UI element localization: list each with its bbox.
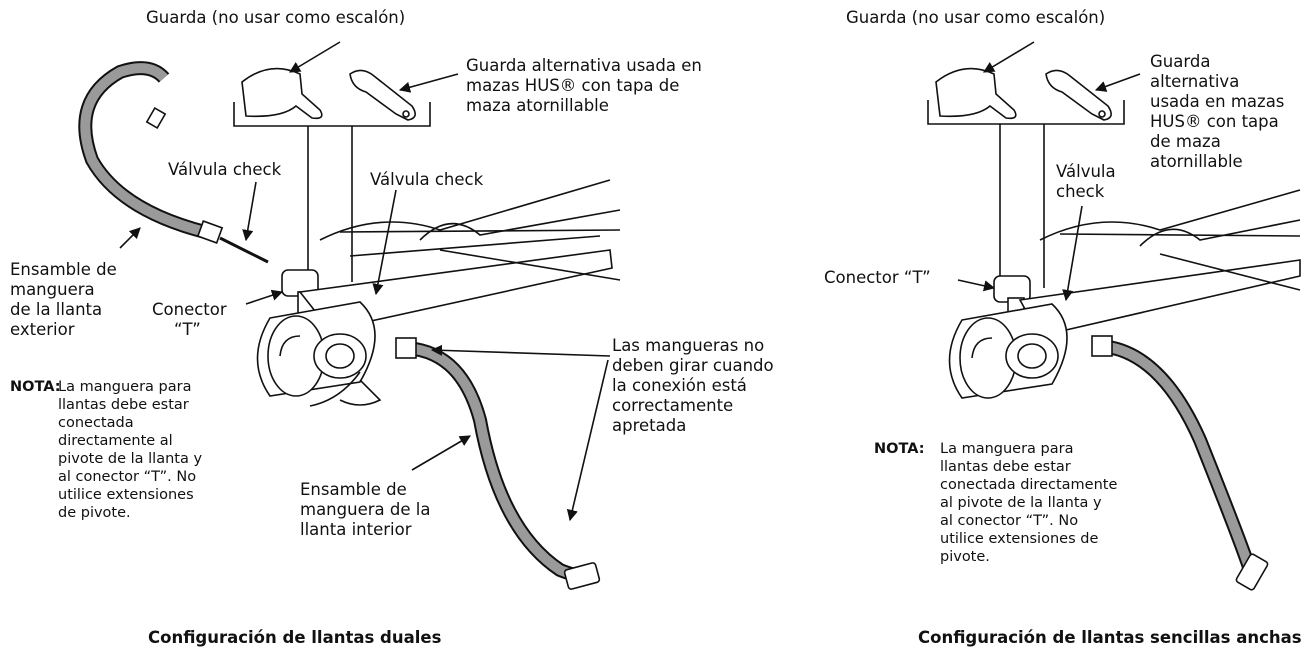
left-caption: Configuración de llantas duales	[148, 628, 442, 647]
right-note-body: La manguera para llantas debe estar cone…	[940, 440, 1117, 566]
right-alt-guard-line-2: alternativa	[1150, 72, 1240, 91]
left-note-line-3: conectada	[58, 415, 134, 431]
left-arrow-t	[245, 289, 284, 305]
left-t-connector-line-2: “T”	[174, 320, 201, 339]
left-note-line-6: al conector “T”. No	[58, 469, 197, 485]
left-inner-hose-line-1: Ensamble de	[300, 480, 407, 499]
left-t-connector-line-1: Conector	[152, 300, 227, 319]
right-caption: Configuración de llantas sencillas ancha…	[918, 628, 1302, 647]
left-arrow-no-twist-a	[430, 344, 611, 357]
right-arrow-alt-guard	[1094, 73, 1141, 92]
left-check-valve-1-label: Válvula check	[168, 160, 282, 179]
right-arrow-t	[957, 279, 996, 292]
left-note-line-7: utilice extensiones	[58, 487, 194, 503]
right-note-line-5: al conector “T”. No	[940, 513, 1079, 529]
left-note-line-1: La manguera para	[58, 379, 192, 395]
left-alt-guard-line-2: mazas HUS® con tapa de	[466, 76, 680, 95]
left-hoses-no-twist-label: Las mangueras no deben girar cuando la c…	[612, 336, 774, 436]
right-diagram	[927, 41, 1301, 591]
right-note-line-6: utilice extensiones de	[940, 531, 1099, 547]
right-arrow-guard	[983, 41, 1035, 73]
left-note-line-4: directamente al	[58, 433, 173, 449]
right-check-valve-line-1: Válvula	[1056, 162, 1116, 181]
right-alt-guard-line-3: usada en mazas	[1150, 92, 1285, 111]
right-check-valve-line-2: check	[1056, 182, 1105, 201]
left-arrow-check-2	[372, 189, 397, 296]
left-guard-label: Guarda (no usar como escalón)	[146, 8, 406, 27]
right-note-line-4: al pivote de la llanta y	[940, 495, 1102, 511]
right-note-line-3: conectada directamente	[940, 477, 1118, 493]
right-alt-guard	[1045, 69, 1112, 121]
left-inner-hose-nut	[395, 337, 417, 359]
right-t-connector-label: Conector “T”	[824, 268, 931, 287]
left-diagram	[78, 41, 621, 590]
right-note-line-2: llantas debe estar	[940, 459, 1071, 475]
left-note-line-8: de pivote.	[58, 505, 131, 521]
right-guard-label: Guarda (no usar como escalón)	[846, 8, 1106, 27]
left-note-line-2: llantas debe estar	[58, 397, 189, 413]
right-note-line-1: La manguera para	[940, 441, 1074, 457]
left-note-body: La manguera para llantas debe estar cone…	[58, 378, 202, 522]
left-arrow-check-1	[242, 181, 257, 242]
left-t-connector-label: Conector “T”	[152, 300, 227, 340]
left-inner-hose-line-2: manguera de la	[300, 500, 431, 519]
left-no-twist-line-1: Las mangueras no	[612, 336, 765, 355]
right-note-head: NOTA:	[874, 441, 925, 457]
right-guard-bracket	[927, 100, 1125, 125]
right-note: NOTA: La manguera para llantas debe esta…	[874, 440, 1117, 580]
right-note-line-7: pivote.	[940, 549, 990, 565]
left-guard-bracket	[233, 102, 431, 127]
left-arrow-outer-hose	[119, 227, 141, 249]
left-no-twist-line-5: apretada	[612, 416, 687, 435]
right-arrow-check	[1062, 205, 1083, 302]
left-outer-hose-nut	[196, 220, 224, 244]
left-guard	[241, 67, 323, 120]
left-no-twist-line-4: correctamente	[612, 396, 734, 415]
left-outer-hose-line-4: exterior	[10, 320, 75, 339]
left-alt-guard-label: Guarda alternativa usada en mazas HUS® c…	[466, 56, 702, 116]
left-alt-guard-line-3: maza atornillable	[466, 96, 609, 115]
left-outer-hose-line-3: de la llanta	[10, 300, 103, 319]
right-alt-guard-line-4: HUS® con tapa	[1150, 112, 1279, 131]
right-check-valve-label: Válvula check	[1056, 162, 1116, 202]
right-hose	[1099, 339, 1257, 573]
left-arrow-no-twist-b	[566, 359, 609, 522]
left-inner-hose-line-3: llanta interior	[300, 520, 412, 539]
left-no-twist-line-2: deben girar cuando	[612, 356, 774, 375]
left-inner-hose-label: Ensamble de manguera de la llanta interi…	[300, 480, 430, 540]
right-alt-guard-line-5: de maza	[1150, 132, 1221, 151]
left-alt-guard-line-1: Guarda alternativa usada en	[466, 56, 702, 75]
left-arrow-inner-hose	[411, 435, 471, 471]
right-alt-guard-line-6: atornillable	[1150, 152, 1243, 171]
left-note: NOTA: La manguera para llantas debe esta…	[10, 378, 220, 548]
left-outer-hose-line-1: Ensamble de	[10, 260, 117, 279]
left-no-twist-line-3: la conexión está	[612, 376, 747, 395]
left-arrow-alt-guard	[398, 73, 459, 93]
right-guard	[935, 67, 1017, 120]
right-alt-guard-line-1: Guarda	[1150, 52, 1211, 71]
left-outer-hose-line-2: manguera	[10, 280, 95, 299]
left-note-line-5: pivote de la llanta y	[58, 451, 203, 467]
right-alt-guard-label: Guarda alternativa usada en mazas HUS® c…	[1150, 52, 1284, 172]
left-note-head: NOTA:	[10, 379, 61, 395]
left-arrow-guard	[289, 41, 341, 73]
left-alt-guard	[349, 69, 416, 121]
left-check-valve-2-label: Válvula check	[370, 170, 484, 189]
left-outer-hose-label: Ensamble de manguera de la llanta exteri…	[10, 260, 117, 340]
